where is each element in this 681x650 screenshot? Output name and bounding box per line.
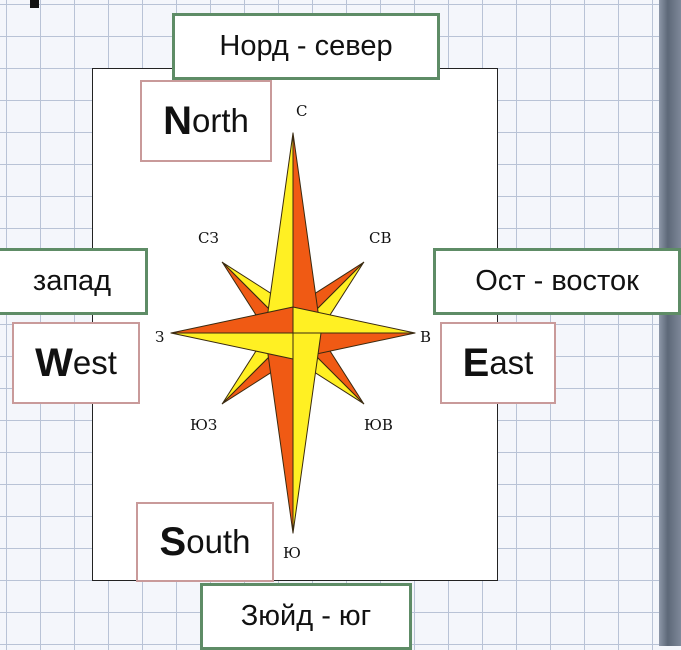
rose-point-n-left	[293, 133, 321, 333]
rose-label-east: В	[420, 328, 431, 346]
card-east-rest: ast	[489, 344, 533, 382]
rose-point-e-right	[293, 307, 415, 333]
rose-point-w-left	[171, 307, 293, 333]
rose-label-southwest: ЮЗ	[190, 416, 217, 434]
rose-label-northwest: СЗ	[198, 229, 219, 247]
rose-label-south: Ю	[283, 544, 301, 562]
compass-rose-star	[171, 133, 415, 533]
card-south-initial: S	[160, 520, 187, 565]
card-west-rest: est	[73, 344, 117, 382]
card-west-initial: W	[35, 341, 73, 386]
rose-label-north: С	[296, 102, 307, 120]
rose-label-northeast: СВ	[369, 229, 392, 247]
rose-point-n-right	[265, 133, 293, 333]
label-zuid: Зюйд - юг	[200, 583, 412, 650]
rose-point-w-right	[171, 333, 293, 359]
label-nord: Норд - север	[172, 13, 440, 80]
rose-label-southeast: ЮВ	[364, 416, 393, 434]
card-north-initial: N	[163, 99, 192, 144]
rose-label-west: З	[155, 328, 164, 346]
card-north-rest: orth	[192, 102, 249, 140]
card-south-rest: outh	[186, 523, 250, 561]
label-west-ru: запад	[0, 248, 148, 315]
rose-point-s-right	[293, 333, 321, 533]
label-ost: Ост - восток	[433, 248, 681, 315]
card-east-initial: E	[463, 341, 490, 386]
